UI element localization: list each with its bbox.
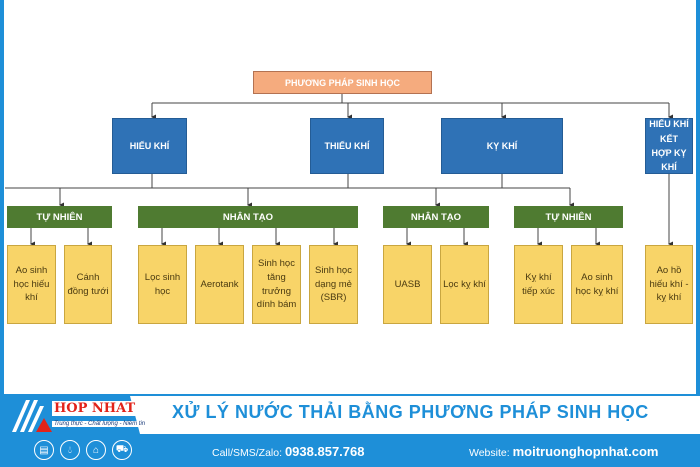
category-anoxic: THIẾU KHÍ xyxy=(310,118,384,174)
group-artificial-anaerobic: NHÂN TẠO xyxy=(383,206,489,228)
website-label: Website: xyxy=(469,447,510,459)
category-aerobic: HIẾU KHÍ xyxy=(112,118,187,174)
method-node: UASB xyxy=(383,245,432,324)
method-node: Aerotank xyxy=(195,245,244,324)
logo-slogan: Trung thực - Chất lượng - Niềm tin xyxy=(52,421,148,427)
phone-number[interactable]: 0938.857.768 xyxy=(284,444,365,459)
cart-icon: ⛟ xyxy=(112,440,132,460)
footer-title: XỬ LÝ NƯỚC THẢI BẰNG PHƯƠNG PHÁP SINH HỌ… xyxy=(172,402,649,422)
diagram-panel xyxy=(4,0,696,394)
contact-website: Website: moitruonghopnhat.com xyxy=(469,444,658,459)
category-combined: HIẾU KHÍ KẾT HỢP KỴ KHÍ xyxy=(645,118,693,174)
water-drop-icon: 💧︎ xyxy=(60,440,80,460)
method-node: Sinh học tăng trưởng dính bám xyxy=(252,245,301,324)
root-node: PHƯƠNG PHÁP SINH HỌC xyxy=(253,71,432,94)
contact-phone: Call/SMS/Zalo: 0938.857.768 xyxy=(212,444,364,459)
document-icon: ▤ xyxy=(34,440,54,460)
method-node: Cánh đồng tưới xyxy=(64,245,112,324)
method-node: Lọc sinh học xyxy=(138,245,187,324)
method-node: Kỵ khí tiếp xúc xyxy=(514,245,563,324)
company-logo-icon xyxy=(12,400,52,432)
call-label: Call/SMS/Zalo: xyxy=(212,447,283,459)
group-natural-anaerobic: TỰ NHIÊN xyxy=(514,206,623,228)
logo-name: HOP NHAT xyxy=(52,401,138,416)
connector-lines xyxy=(5,93,673,247)
footer-title-banner xyxy=(130,396,700,434)
factory-icon: ⌂ xyxy=(86,440,106,460)
method-node: Ao sinh học kỵ khí xyxy=(571,245,623,324)
group-artificial-aerobic: NHÂN TẠO xyxy=(138,206,358,228)
group-natural-aerobic: TỰ NHIÊN xyxy=(7,206,112,228)
method-node: Ao sinh học hiếu khí xyxy=(7,245,56,324)
category-anaerobic: KỴ KHÍ xyxy=(441,118,563,174)
method-node: Ao hồ hiếu khí - kỵ khí xyxy=(645,245,693,324)
method-node: Lọc kỵ khí xyxy=(440,245,489,324)
method-node: Sinh học dạng mẻ (SBR) xyxy=(309,245,358,324)
website-link[interactable]: moitruonghopnhat.com xyxy=(512,444,659,459)
